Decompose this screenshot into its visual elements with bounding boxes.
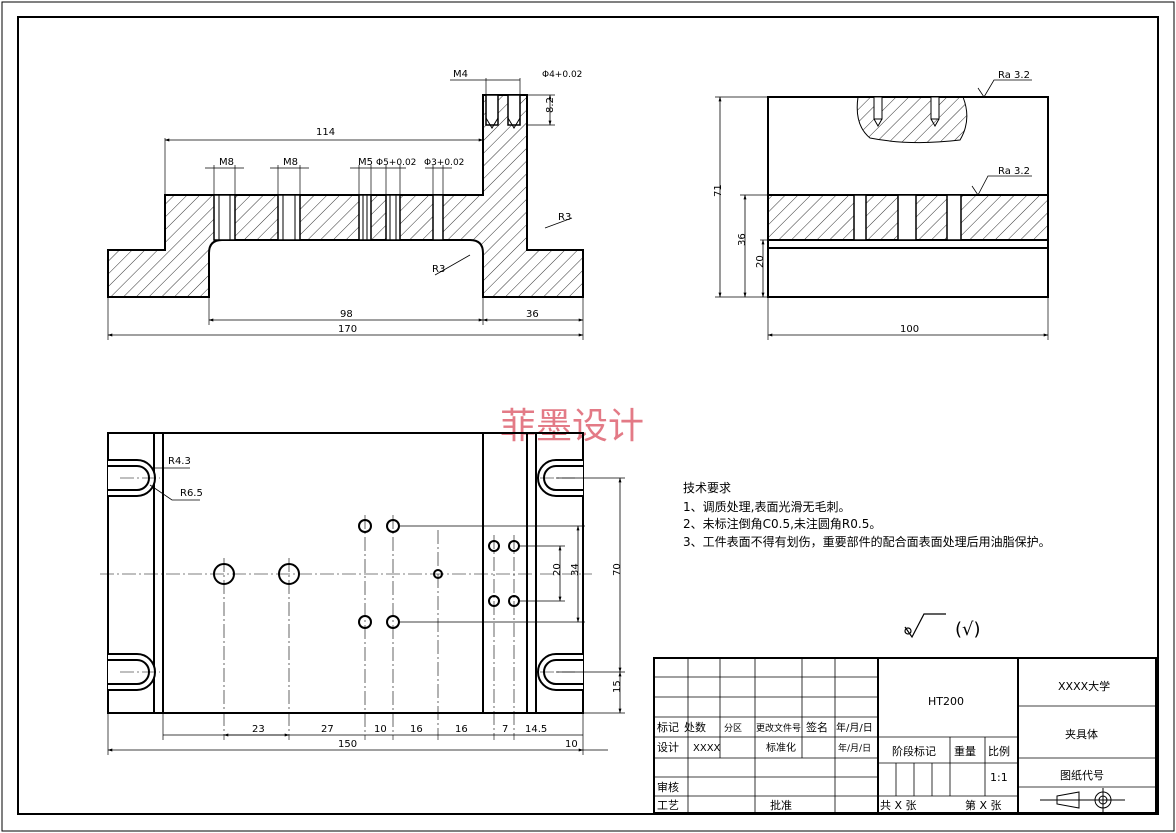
tb-part-name: 夹具体 [1065,727,1098,741]
dim-20-top: 20 [552,563,563,576]
roughness-note: (√) [955,619,981,640]
dim-10-right: 10 [565,739,578,750]
dim-36-side: 36 [737,233,748,246]
dim-23: 23 [252,724,265,735]
dim-170: 170 [338,324,357,335]
top-view: R4.3 R6.5 23 27 10 16 16 7 14.5 150 10 2… [100,432,625,755]
tb-change-doc: 更改文件号 [756,722,801,734]
roughness-top: Ra 3.2 [998,70,1030,81]
tb-approve: 批准 [770,798,792,812]
dim-100: 100 [900,324,919,335]
dim-r3-left: R3 [432,264,445,275]
tech-req-item-2: 2、未标注倒角C0.5,未注圆角R0.5。 [683,516,881,531]
roughness-symbol [904,613,946,639]
tb-scale: 1:1 [990,771,1008,784]
dim-70: 70 [612,563,623,576]
dim-16-b: 16 [455,724,468,735]
dim-10: 10 [374,724,387,735]
technical-requirements: 技术要求 1、调质处理,表面光滑无毛刺。 2、未标注倒角C0.5,未注圆角R0.… [683,481,1051,549]
side-view: 71 36 20 100 Ra 3.2 Ra 3.2 [713,70,1049,340]
dim-114: 114 [316,127,335,138]
front-section-view: 114 98 170 36 M8 M8 M5 Φ5+0.02 Φ3+0.02 M… [107,69,584,340]
dim-98: 98 [340,309,353,320]
dim-phi3: Φ3+0.02 [424,158,464,168]
tb-process: 工艺 [657,799,679,812]
tb-mark: 标记 [657,720,679,734]
tb-count: 处数 [684,721,706,734]
dim-m8-a: M8 [219,157,234,168]
tech-req-item-3: 3、工件表面不得有划伤，重要部件的配合面表面处理后用油脂保护。 [683,534,1051,549]
dim-m4: M4 [453,69,468,80]
dim-phi5: Φ5+0.02 [376,158,416,168]
dim-34: 34 [570,563,581,576]
tb-design: 设计 [657,741,679,754]
tb-date-ymd: 年/月/日 [836,721,873,734]
dim-r4-3: R4.3 [168,456,191,467]
tech-req-title: 技术要求 [683,481,731,495]
tb-designer: XXXX [693,743,721,754]
dim-7: 7 [502,724,508,735]
tb-standard: 标准化 [766,741,796,754]
dim-15: 15 [612,680,623,693]
watermark: 菲墨设计 [500,406,644,447]
inner-frame [17,16,1159,815]
tb-sign: 签名 [806,720,828,734]
dim-20: 20 [755,255,766,268]
dim-71: 71 [713,184,724,197]
dim-r3-right: R3 [558,212,571,223]
dim-m5: M5 [358,157,373,168]
tb-stage-mark: 阶段标记 [892,744,936,758]
tech-req-item-1: 1、调质处理,表面光滑无毛刺。 [683,500,850,514]
dim-phi4: Φ4+0.02 [542,70,582,80]
tb-total-sheets: 共 X 张 [880,799,917,812]
dim-8-2: 8.2 [545,97,556,113]
tb-date2: 年/月/日 [838,742,871,754]
dim-16-a: 16 [410,724,423,735]
tb-zone: 分区 [724,723,742,734]
title-block-text: HT200 XXXX大学 夹具体 图纸代号 标记 处数 分区 更改文件号 签名 … [657,679,1110,812]
dim-150: 150 [338,739,357,750]
tb-review: 审核 [657,780,679,794]
title-block [653,657,1157,814]
tb-drawing-no: 图纸代号 [1060,769,1104,782]
dim-m8-b: M8 [283,157,298,168]
roughness-mid: Ra 3.2 [998,166,1030,177]
dim-36: 36 [526,309,539,320]
dim-27: 27 [321,724,334,735]
tb-university: XXXX大学 [1058,679,1110,693]
dim-r6-5: R6.5 [180,488,203,499]
tb-weight: 重量 [954,744,976,758]
tb-scale-label: 比例 [988,744,1010,758]
tb-sheet-no: 第 X 张 [965,798,1002,812]
tb-material: HT200 [928,695,964,708]
dim-14-5: 14.5 [525,724,547,735]
